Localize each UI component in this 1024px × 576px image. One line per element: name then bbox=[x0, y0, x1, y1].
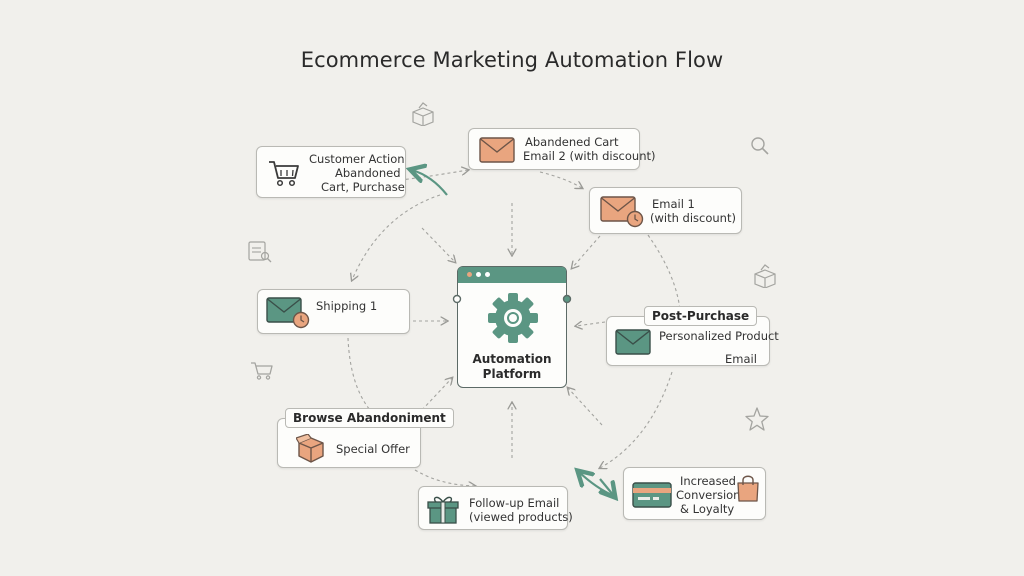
follow-up-line2: (viewed products) bbox=[469, 510, 573, 524]
spoke-right bbox=[576, 322, 606, 326]
search-icon bbox=[751, 137, 769, 155]
box-icon bbox=[754, 264, 776, 288]
node-increased-conversion: Increased Conversion & Loyalty bbox=[623, 467, 766, 520]
window-dot bbox=[485, 272, 490, 277]
conversion-line3: & Loyalty bbox=[680, 502, 735, 516]
window-dot bbox=[476, 272, 481, 277]
port-right bbox=[562, 294, 572, 304]
green-arrow-bottom-head bbox=[600, 478, 614, 496]
node-abandoned-cart-email: Abandened Cart Email 2 (with discount) bbox=[468, 128, 656, 170]
post-purchase-line1: Personalized Product bbox=[659, 329, 779, 343]
window-title-bar bbox=[458, 267, 566, 283]
node-email-1: Email 1 (with discount) bbox=[589, 187, 742, 234]
envelope-clock-icon bbox=[600, 196, 644, 228]
node-follow-up-email: Follow-up Email (viewed products) bbox=[418, 486, 573, 530]
envelope-icon bbox=[479, 137, 515, 163]
cart-icon bbox=[251, 362, 273, 380]
email-1-line2: (with discount) bbox=[650, 211, 736, 225]
loop-arc-top-right bbox=[539, 171, 582, 188]
diagram-title: Ecommerce Marketing Automation Flow bbox=[300, 48, 724, 72]
loop-arc-right bbox=[647, 234, 681, 311]
email-1-line1: Email 1 bbox=[652, 197, 695, 211]
platform-label-line2: Platform bbox=[482, 367, 542, 381]
loop-arc-top bbox=[352, 194, 441, 280]
box-icon bbox=[296, 434, 324, 463]
green-arrow-top bbox=[412, 170, 448, 196]
star-icon bbox=[745, 407, 769, 431]
gift-icon bbox=[427, 496, 459, 524]
shopping-bag-icon bbox=[737, 475, 759, 502]
post-purchase-tag: Post-Purchase bbox=[644, 306, 758, 326]
customer-action-line1: Customer Action bbox=[309, 152, 405, 166]
spoke-bottom-left bbox=[421, 378, 452, 411]
browse-line1: Special Offer bbox=[336, 442, 410, 456]
platform-label: Automation Platform bbox=[458, 352, 566, 382]
conversion-line1: Increased bbox=[680, 474, 736, 488]
node-customer-action: Customer Action Abandoned Cart, Purchase bbox=[256, 146, 406, 198]
envelope-icon bbox=[615, 329, 651, 355]
follow-up-line1: Follow-up Email bbox=[469, 496, 560, 510]
box-icon bbox=[412, 102, 434, 126]
window-dot bbox=[467, 272, 472, 277]
automation-platform: Automation Platform bbox=[457, 266, 567, 388]
loop-arc-left bbox=[347, 337, 371, 411]
abandoned-cart-line1: Abandened Cart bbox=[525, 135, 619, 149]
post-purchase-line2: Email bbox=[725, 352, 757, 366]
spoke-top-left bbox=[421, 227, 455, 262]
customer-action-line3: Cart, Purchase bbox=[321, 180, 405, 194]
platform-label-line1: Automation bbox=[472, 352, 552, 366]
abandoned-cart-line2: Email 2 (with discount) bbox=[523, 149, 656, 163]
cart-icon bbox=[269, 161, 299, 187]
shipping-line1: Shipping 1 bbox=[316, 299, 378, 313]
spoke-top-right bbox=[572, 235, 601, 268]
loop-arc-top-short bbox=[399, 170, 468, 181]
spoke-bottom-right bbox=[568, 388, 603, 426]
envelope-clock-icon bbox=[266, 297, 310, 329]
node-shipping: Shipping 1 bbox=[257, 289, 410, 334]
loop-arc-right-lower bbox=[600, 371, 673, 468]
credit-card-icon bbox=[632, 482, 672, 508]
customer-action-line2: Abandoned bbox=[335, 166, 401, 180]
gear-icon bbox=[488, 293, 538, 343]
document-icon bbox=[248, 241, 272, 263]
browse-abandonment-tag: Browse Abandoniment bbox=[285, 408, 454, 428]
port-left bbox=[452, 294, 462, 304]
conversion-line2: Conversion bbox=[676, 488, 741, 502]
